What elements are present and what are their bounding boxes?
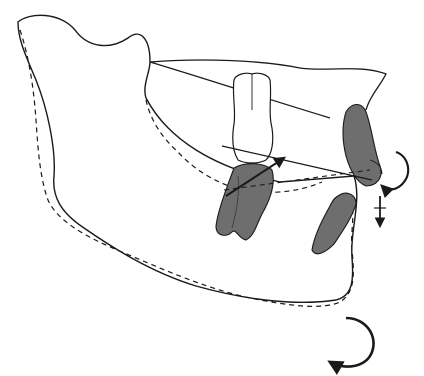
occlusal-plane-rotation-arrow xyxy=(382,152,408,189)
mandible-outline-rotated xyxy=(20,30,353,306)
mandible-rotation-arrow xyxy=(330,318,374,367)
lower-incisor xyxy=(312,193,356,254)
upper-incisor xyxy=(343,105,382,187)
lower-molar xyxy=(216,164,273,240)
mandible-outline-initial xyxy=(18,15,357,302)
